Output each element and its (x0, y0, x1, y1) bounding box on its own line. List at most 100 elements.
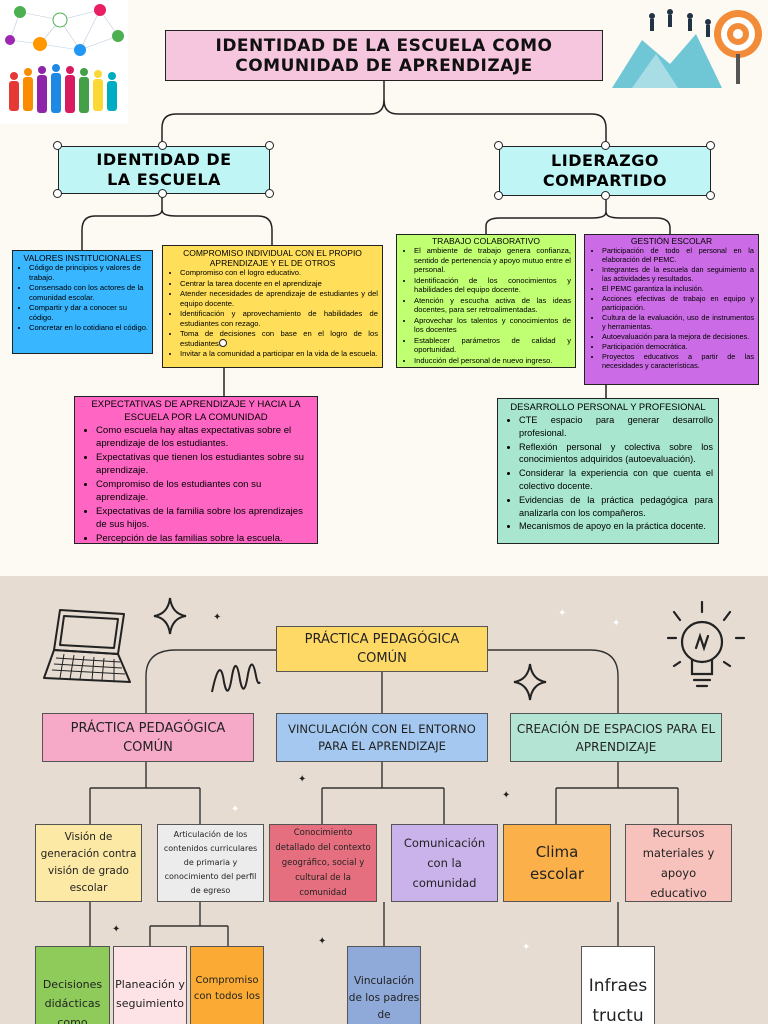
gestion-heading: GESTIÓN ESCOLAR (630, 236, 713, 246)
compromiso-heading: COMPROMISO INDIVIDUAL CON EL PROPIO APRE… (183, 248, 362, 268)
selection-handle[interactable] (219, 339, 227, 347)
star-icon: ✦ (112, 924, 121, 935)
subleaf-infraestructura: Infraes tructu (581, 946, 655, 1024)
list-item: Proyectos educativos a partir de las nec… (602, 352, 754, 370)
list-item: Acciones efectivas de trabajo en equipo … (602, 294, 754, 312)
list-item: Compromiso de los estudiantes con su apr… (96, 478, 312, 504)
bottom-concept-map: ✦ ✦ ✦ ✦ ✦ ✦ ✦ ✦ ✦ PRÁCTICA PEDAGÓGICA CO… (0, 576, 768, 1024)
list-item: Mecanismos de apoyo en la práctica docen… (519, 520, 713, 533)
list-item: Código de principios y valores de trabaj… (29, 263, 149, 282)
list-item: Invitar a la comunidad a participar en l… (180, 349, 378, 359)
leadership-title: LIDERAZGO COMPARTIDO (499, 146, 711, 196)
list-item: Aprovechar los talentos y conocimientos … (414, 316, 571, 335)
expectativas-card: EXPECTATIVAS DE APRENDIZAJE Y HACIA LA E… (74, 396, 318, 544)
subleaf-text: Vinculación de los padres de (348, 975, 420, 1021)
star-icon: ✦ (612, 618, 621, 629)
star-icon: ✦ (298, 774, 307, 785)
list-item: Atender necesidades de aprendizaje de es… (180, 289, 378, 308)
bottom-root-text: PRÁCTICA PEDAGÓGICA COMÚN (304, 632, 460, 666)
selection-handle[interactable] (265, 189, 274, 198)
list-item: Expectativas que tienen los estudiantes … (96, 451, 312, 477)
selection-handle[interactable] (53, 141, 62, 150)
identity-title-text: IDENTIDAD DE LA ESCUELA (96, 150, 232, 189)
subleaf-decisiones: Decisiones didácticas como (35, 946, 110, 1024)
list-item: Concretar en lo cotidiano el código. (29, 323, 149, 333)
subleaf-text: Decisiones didácticas como (42, 978, 103, 1024)
branch-text: CREACIÓN DE ESPACIOS PARA EL APRENDIZAJE (516, 721, 716, 754)
selection-handle[interactable] (601, 191, 610, 200)
star-icon: ✦ (213, 612, 222, 623)
selection-handle[interactable] (53, 189, 62, 198)
branch-text: VINCULACIÓN CON EL ENTORNO PARA EL APREN… (288, 721, 476, 753)
trabajo-card: TRABAJO COLABORATIVO El ambiente de trab… (396, 234, 576, 368)
branch-creacion: CREACIÓN DE ESPACIOS PARA EL APRENDIZAJE (510, 713, 722, 762)
leaf-articulacion: Articulación de los contenidos curricula… (157, 824, 264, 902)
sparkle-icon (153, 597, 187, 635)
selection-handle[interactable] (158, 141, 167, 150)
leaf-clima: Clima escolar (503, 824, 611, 902)
list-item: CTE espacio para generar desarrollo prof… (519, 414, 713, 440)
list-item: Evidencias de la práctica pedagógica par… (519, 494, 713, 520)
main-title-text: IDENTIDAD DE LA ESCUELA COMO COMUNIDAD D… (215, 35, 553, 76)
subleaf-compromiso: Compromiso con todos los (190, 946, 264, 1024)
list-item: Expectativas de la familia sobre los apr… (96, 505, 312, 531)
bottom-connector-lines (89, 649, 679, 946)
leaf-comunicacion: Comunicación con la comunidad (391, 824, 498, 902)
leaf-text: Visión de generación contra visión de gr… (40, 831, 137, 894)
subleaf-text: Compromiso con todos los (193, 975, 261, 1002)
trabajo-heading: TRABAJO COLABORATIVO (431, 236, 540, 246)
list-item: Identificación y aprovechamiento de habi… (180, 309, 378, 328)
leaf-text: Conocimiento detallado del contexto geog… (275, 827, 371, 898)
list-item: Inducción del personal de nuevo ingreso. (414, 356, 571, 366)
goal-target-illustration (612, 9, 762, 88)
selection-handle[interactable] (706, 141, 715, 150)
list-item: Participación de todo el personal en la … (602, 246, 754, 264)
compromiso-list: Compromiso con el logro educativo. Centr… (167, 268, 378, 359)
star-icon: ✦ (558, 608, 567, 619)
expectativas-heading: EXPECTATIVAS DE APRENDIZAJE Y HACIA LA E… (91, 399, 301, 423)
leaf-text: Recursos materiales y apoyo educativo (642, 826, 715, 900)
valores-card: VALORES INSTITUCIONALES Código de princi… (12, 250, 153, 354)
star-icon: ✦ (318, 936, 327, 947)
valores-list: Código de principios y valores de trabaj… (16, 263, 149, 333)
subleaf-text: Planeación y seguimiento (115, 978, 185, 1010)
bottom-root-node: PRÁCTICA PEDAGÓGICA COMÚN (276, 626, 488, 672)
list-item: Establecer parámetros de calidad y oport… (414, 336, 571, 355)
identity-title: IDENTIDAD DE LA ESCUELA (58, 146, 270, 194)
list-item: Atención y escucha activa de las ideas d… (414, 296, 571, 315)
selection-handle[interactable] (265, 141, 274, 150)
desarrollo-heading: DESARROLLO PERSONAL Y PROFESIONAL (510, 401, 706, 412)
list-item: Compartir y dar a conocer su código. (29, 303, 149, 322)
list-item: Cultura de la evaluación, uso de instrum… (602, 313, 754, 331)
leaf-text: Articulación de los contenidos curricula… (163, 830, 258, 895)
list-item: Identificación de los conocimientos y ha… (414, 276, 571, 295)
leaf-text: Comunicación con la comunidad (403, 836, 486, 890)
list-item: Percepción de las familias sobre la escu… (96, 532, 312, 543)
list-item: Consensado con los actores de la comunid… (29, 283, 149, 302)
subleaf-vinculacion: Vinculación de los padres de (347, 946, 421, 1024)
list-item: Como escuela hay altas expectativas sobr… (96, 424, 312, 450)
gestion-card: GESTIÓN ESCOLAR Participación de todo el… (584, 234, 759, 385)
selection-handle[interactable] (494, 191, 503, 200)
branch-text: PRÁCTICA PEDAGÓGICA COMÚN (70, 720, 226, 755)
selection-handle[interactable] (706, 191, 715, 200)
leaf-text: Clima escolar (530, 843, 584, 883)
trabajo-list: El ambiente de trabajo genera confianza,… (401, 246, 571, 365)
subleaf-planeacion: Planeación y seguimiento (113, 946, 187, 1024)
selection-handle[interactable] (158, 189, 167, 198)
branch-vinculacion: VINCULACIÓN CON EL ENTORNO PARA EL APREN… (276, 713, 488, 762)
branch-practica: PRÁCTICA PEDAGÓGICA COMÚN (42, 713, 254, 762)
desarrollo-list: CTE espacio para generar desarrollo prof… (503, 414, 713, 533)
leaf-contexto: Conocimiento detallado del contexto geog… (269, 824, 377, 902)
top-connector-lines (81, 81, 671, 398)
lightbulb-icon (666, 600, 746, 688)
list-item: Reflexión personal y colectiva sobre los… (519, 441, 713, 467)
subleaf-text: Infraes tructu (588, 976, 648, 1024)
leaf-recursos: Recursos materiales y apoyo educativo (625, 824, 732, 902)
leaf-vision: Visión de generación contra visión de gr… (35, 824, 142, 902)
list-item: Centrar la tarea docente en el aprendiza… (180, 279, 378, 289)
star-icon: ✦ (522, 942, 531, 953)
list-item: Toma de decisiones con base en el logro … (180, 329, 378, 348)
selection-handle[interactable] (601, 141, 610, 150)
selection-handle[interactable] (494, 141, 503, 150)
